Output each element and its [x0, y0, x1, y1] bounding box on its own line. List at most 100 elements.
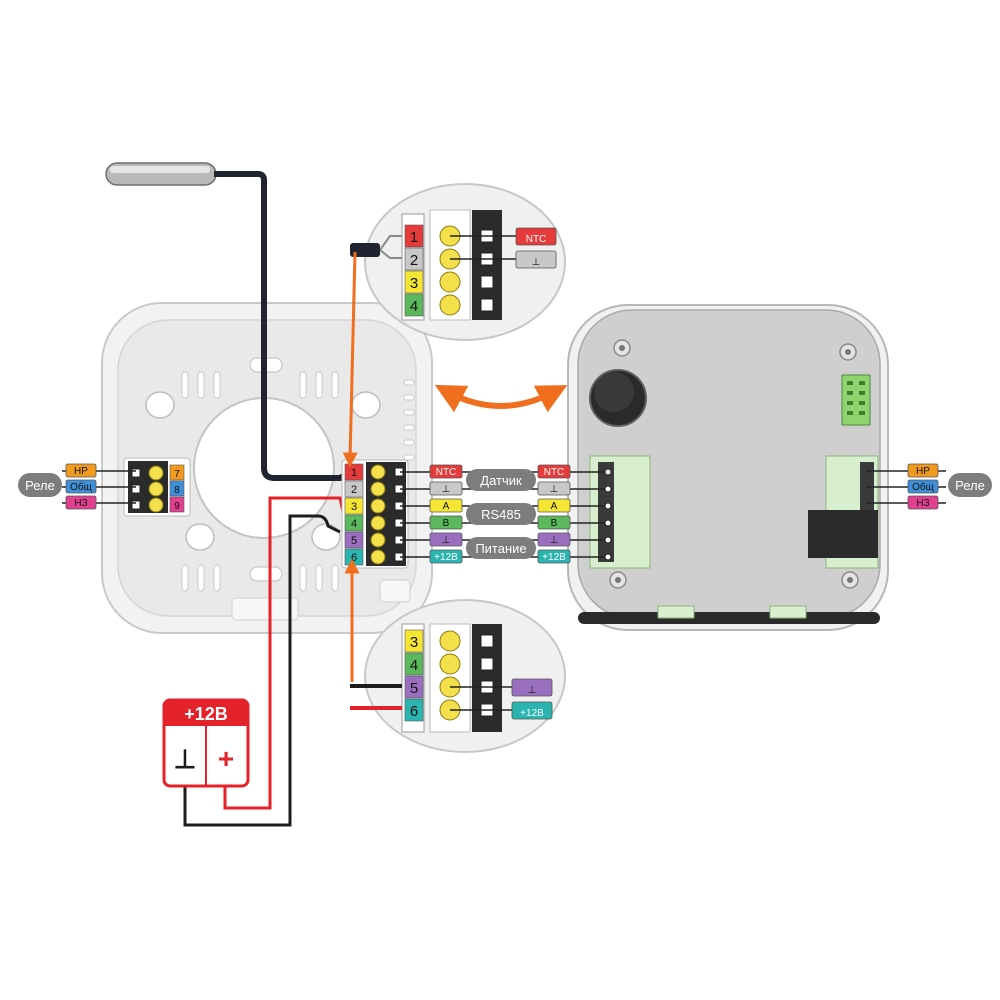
- zoom-bottom-number-4-text: 4: [410, 657, 418, 674]
- base-terminal-screw-2: [370, 481, 386, 497]
- signal-tag-right-0: NTC: [537, 464, 571, 479]
- base-terminal-number-5-text: 5: [351, 535, 357, 547]
- relay-screw-8: [148, 481, 164, 497]
- zoom-top-number-3-text: 3: [410, 275, 418, 292]
- zoom-bottom-number-4: [404, 652, 424, 676]
- relay-tag-right-0: НР: [907, 463, 939, 478]
- zoom-bottom-number-3: [404, 629, 424, 653]
- base-terminal-number-3-text: 3: [351, 501, 357, 513]
- relay-screw-9: [148, 497, 164, 513]
- relay-tag-left-0-text: НР: [74, 466, 88, 477]
- power-supply: +12В ⊥ +: [162, 698, 250, 788]
- base-terminal-number-3: [344, 497, 364, 515]
- base-terminal-number-6-text: 6: [351, 552, 357, 564]
- signal-tag-left-0: NTC: [429, 464, 463, 479]
- signal-tag-left-2: A: [429, 498, 463, 513]
- signal-tag-right-2: A: [537, 498, 571, 513]
- zoom-top-number-4: [404, 293, 424, 317]
- zoom-bottom-socket-3: [480, 634, 494, 648]
- relay-socket-7: [131, 468, 141, 478]
- signal-tag-right-1: ⊥: [537, 481, 571, 496]
- zoom-bottom-tag-gnd-text: ⊥: [528, 685, 537, 696]
- base-terminal-number-5: [344, 531, 364, 549]
- signal-tag-right-0-text: NTC: [544, 467, 565, 478]
- signal-tag-right-5: +12В: [537, 549, 571, 564]
- zoom-bottom-number-5: [404, 675, 424, 699]
- power-cable-black: [183, 514, 341, 827]
- zoom-top-number-3: [404, 270, 424, 294]
- zoom-top-tag-ntc: NTC: [515, 227, 557, 246]
- zoom-bottom-callout: 3 4 5 6 ⊥ +12В: [350, 599, 566, 753]
- relay-bubble-left-text: Реле: [25, 478, 55, 493]
- base-terminal-screw-4: [370, 515, 386, 531]
- group-bubble-2: Питание: [466, 537, 536, 559]
- zoom-bottom-number-6: [404, 698, 424, 722]
- relay-number-7-text: 7: [174, 469, 180, 480]
- base-terminal-number-4-text: 4: [351, 518, 357, 530]
- relay-tag-left-1-text: Общ: [70, 481, 92, 493]
- callout-line-top: [342, 251, 358, 468]
- base-main-terminal-block: 1 2 3 4 5 6: [341, 459, 409, 569]
- relay-tag-left-1: Общ: [65, 479, 97, 494]
- relay-number-8: [169, 480, 185, 497]
- probe-cable: [261, 295, 352, 481]
- zoom-bottom-tag-12v-text: +12В: [520, 708, 544, 719]
- zoom-bottom-screw-4: [439, 653, 461, 675]
- zoom-top-number-4-text: 4: [410, 298, 418, 315]
- thermostat-back: [567, 304, 889, 631]
- base-terminal-number-1-text: 1: [351, 467, 357, 479]
- group-bubble-1: RS485: [466, 503, 536, 525]
- zoom-top-number-2-text: 2: [410, 252, 418, 269]
- signal-tag-left-5: +12В: [429, 549, 463, 564]
- zoom-bottom-tag-12v: +12В: [511, 701, 553, 720]
- base-terminal-screw-6: [370, 549, 386, 565]
- zoom-top-socket-3: [480, 275, 494, 289]
- signal-tag-left-3: B: [429, 515, 463, 530]
- base-terminal-screw-5: [370, 532, 386, 548]
- signal-tag-left-4: ⊥: [429, 532, 463, 547]
- signal-tag-left-4-text: ⊥: [442, 535, 451, 546]
- base-terminal-number-2: [344, 480, 364, 498]
- zoom-bottom-number-5-text: 5: [410, 680, 418, 697]
- signal-tag-left-3-text: B: [443, 518, 450, 529]
- signal-tag-right-4: ⊥: [537, 532, 571, 547]
- relay-bubble-right: Реле: [948, 473, 992, 497]
- relay-socket-9: [131, 500, 141, 510]
- base-terminal-number-4: [344, 514, 364, 532]
- signal-tag-right-5-text: +12В: [542, 552, 566, 563]
- zoom-top-tag-ntc-text: NTC: [526, 234, 547, 245]
- zoom-bottom-socket-4: [480, 657, 494, 671]
- signal-tag-left-1-text: ⊥: [442, 484, 451, 495]
- zoom-top-screw-4: [439, 294, 461, 316]
- zoom-top-number-1: [404, 224, 424, 248]
- base-terminal-number-2-text: 2: [351, 484, 357, 496]
- relay-screw-7: [148, 465, 164, 481]
- mount-arrow: [434, 384, 568, 413]
- relay-tag-right-1-text: Общ: [912, 481, 934, 493]
- signal-tag-right-3: B: [537, 515, 571, 530]
- relay-number-9-text: 9: [174, 501, 180, 512]
- temperature-probe: [105, 162, 267, 295]
- relay-bubble-right-text: Реле: [955, 478, 985, 493]
- zoom-bottom-number-3-text: 3: [410, 634, 418, 651]
- relay-socket-8: [131, 484, 141, 494]
- zoom-bottom-tag-gnd: ⊥: [511, 678, 553, 697]
- group-bubble-0: Датчик: [466, 469, 536, 491]
- signal-tag-right-3-text: B: [551, 518, 558, 529]
- relay-tag-right-0-text: НР: [916, 466, 930, 477]
- zoom-top-number-2: [404, 247, 424, 271]
- signal-tag-left-5-text: +12В: [434, 552, 458, 563]
- base-terminal-screw-3: [370, 498, 386, 514]
- relay-tag-left-2: НЗ: [65, 495, 97, 510]
- zoom-bottom-number-6-text: 6: [410, 703, 418, 720]
- zoom-bottom-screw-3: [439, 630, 461, 652]
- relay-tag-left-0: НР: [65, 463, 97, 478]
- zoom-top-tag-gnd: ⊥: [515, 250, 557, 269]
- zoom-top-socket-4: [480, 298, 494, 312]
- signal-tag-left-0-text: NTC: [436, 467, 457, 478]
- signal-tag-right-1-text: ⊥: [550, 484, 559, 495]
- signal-tag-left-1: ⊥: [429, 481, 463, 496]
- relay-number-9: [169, 496, 185, 513]
- signal-tag-right-2-text: A: [551, 501, 558, 512]
